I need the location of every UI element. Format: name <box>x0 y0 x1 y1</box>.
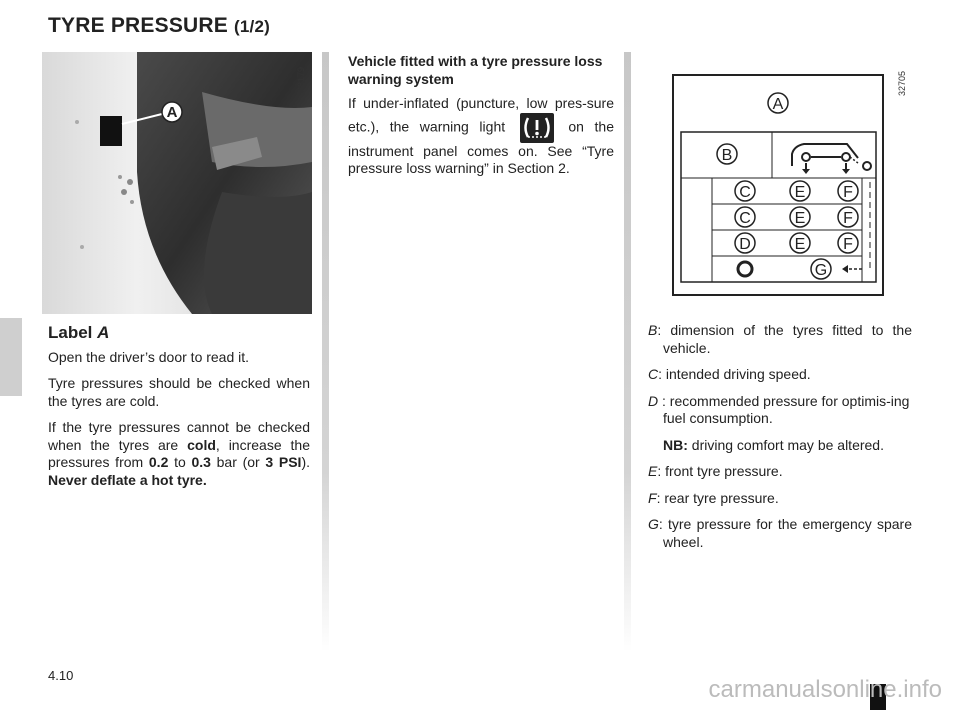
photo-code: 38179 <box>296 66 306 92</box>
photo-label-a: A <box>167 104 178 121</box>
diagram-label-f1: F <box>843 184 853 201</box>
diagram-label-e3: E <box>795 236 806 253</box>
label-p3: If the tyre pressures cannot be checked … <box>48 419 311 488</box>
diagram-label-c1: C <box>739 184 751 201</box>
legend-b: B: dimension of the tyres fitted to the … <box>648 322 912 356</box>
legend-e: E: front tyre pressure. <box>648 463 783 479</box>
diagram-label-c2: C <box>739 210 751 227</box>
page-number: 4.10 <box>48 668 74 683</box>
label-p2: Tyre pressures should be checked when th… <box>48 375 310 409</box>
label-heading: Label A <box>48 323 110 342</box>
diagram-label-f3: F <box>843 236 853 253</box>
warning-system-heading: Vehicle fitted with a tyre pressure loss… <box>348 53 603 87</box>
tyre-pressure-warning-icon <box>519 112 554 143</box>
title-main: TYRE PRESSURE <box>48 14 228 37</box>
left-column: Label A Open the driver’s door to read i… <box>48 324 310 498</box>
section-tab <box>0 318 22 396</box>
watermark: carmanualsonline.info <box>708 676 942 703</box>
column-divider-2 <box>624 52 631 652</box>
spare-wheel-icon <box>736 260 754 278</box>
legend-f: F: rear tyre pressure. <box>648 489 779 506</box>
legend: B: dimension of the tyres fitted to the … <box>648 322 912 560</box>
diagram-label-b: B <box>722 147 733 164</box>
door-illustration: A <box>42 52 312 314</box>
middle-column: Vehicle fitted with a tyre pressure loss… <box>348 53 614 187</box>
legend-g: G: tyre pressure for the emergency spare… <box>648 516 912 550</box>
diagram-label-f2: F <box>843 210 853 227</box>
door-photo: A <box>42 52 312 314</box>
diagram-code: 32705 <box>897 70 907 96</box>
title-suffix: (1/2) <box>234 17 270 36</box>
tyre-label-diagram: A B C E F C E F D E F G <box>672 74 884 296</box>
corner-mark <box>870 684 886 710</box>
legend-nb: NB: driving comfort may be altered. <box>663 436 884 453</box>
legend-d: D : recommended pressure for optimis-ing… <box>648 392 910 427</box>
diagram-label-e1: E <box>795 184 806 201</box>
legend-c: C: intended driving speed. <box>648 366 811 382</box>
never-deflate-warning: Never deflate a hot tyre. <box>48 471 207 488</box>
diagram-label-d: D <box>739 236 751 253</box>
diagram-label-e2: E <box>795 210 806 227</box>
warning-system-text: If under-inflated (puncture, low pres-su… <box>348 95 614 176</box>
column-divider-1 <box>322 52 329 652</box>
diagram-label-g: G <box>815 262 827 279</box>
diagram-label-a: A <box>773 96 784 113</box>
page-title: TYRE PRESSURE (1/2) <box>48 14 270 38</box>
label-p1: Open the driver’s door to read it. <box>48 348 250 365</box>
